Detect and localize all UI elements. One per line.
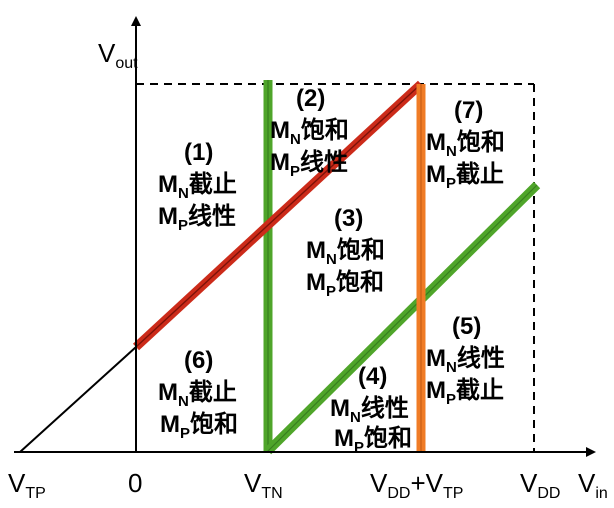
green-diagonal-line [264, 181, 541, 455]
region-6-label: (6) MN截止 MP饱和 [158, 347, 238, 442]
svg-text:MN截止: MN截止 [158, 170, 237, 202]
red-diagonal-line [132, 80, 425, 351]
svg-text:MN线性: MN线性 [330, 395, 409, 426]
svg-text:(1): (1) [184, 139, 213, 166]
svg-text:MP饱和: MP饱和 [334, 425, 412, 456]
tick-label-vtn: VTN [244, 468, 283, 502]
x-axis-label: Vin [578, 468, 608, 502]
svg-text:MP饱和: MP饱和 [160, 411, 238, 442]
tick-label-vtp: VTP [8, 468, 46, 502]
svg-text:MN饱和: MN饱和 [426, 129, 505, 160]
region-5-label: (5) MN线性 MP截止 [426, 313, 505, 408]
svg-text:MP截止: MP截止 [426, 160, 504, 192]
svg-text:(4): (4) [358, 363, 387, 390]
svg-text:(2): (2) [296, 85, 325, 112]
svg-text:MP截止: MP截止 [426, 376, 504, 408]
svg-text:(6): (6) [184, 347, 213, 374]
svg-text:(7): (7) [454, 97, 483, 124]
svg-text:MN截止: MN截止 [158, 378, 237, 410]
svg-text:MP线性: MP线性 [158, 203, 236, 234]
y-axis-label: Vout [98, 38, 138, 72]
region-2-label: (2) MN饱和 MP线性 [270, 85, 349, 180]
region-4-label: (4) MN线性 MP饱和 [330, 363, 412, 456]
tick-label-vdd: VDD [520, 468, 560, 502]
tick-label-vdd-plus-vtp: VDD+VTP [370, 468, 463, 502]
svg-text:MN线性: MN线性 [426, 345, 505, 376]
region-1-label: (1) MN截止 MP线性 [158, 139, 237, 234]
svg-text:MP线性: MP线性 [270, 149, 348, 180]
region-3-label: (3) MN饱和 MP饱和 [306, 205, 385, 300]
svg-text:MP饱和: MP饱和 [306, 269, 384, 300]
pmos-threshold-line [19, 346, 137, 453]
svg-text:(5): (5) [452, 313, 481, 340]
svg-text:MN饱和: MN饱和 [270, 117, 349, 148]
svg-text:MN饱和: MN饱和 [306, 237, 385, 268]
region-7-label: (7) MN饱和 MP截止 [426, 97, 505, 192]
tick-label-zero: 0 [128, 468, 142, 498]
svg-text:(3): (3) [334, 205, 363, 232]
